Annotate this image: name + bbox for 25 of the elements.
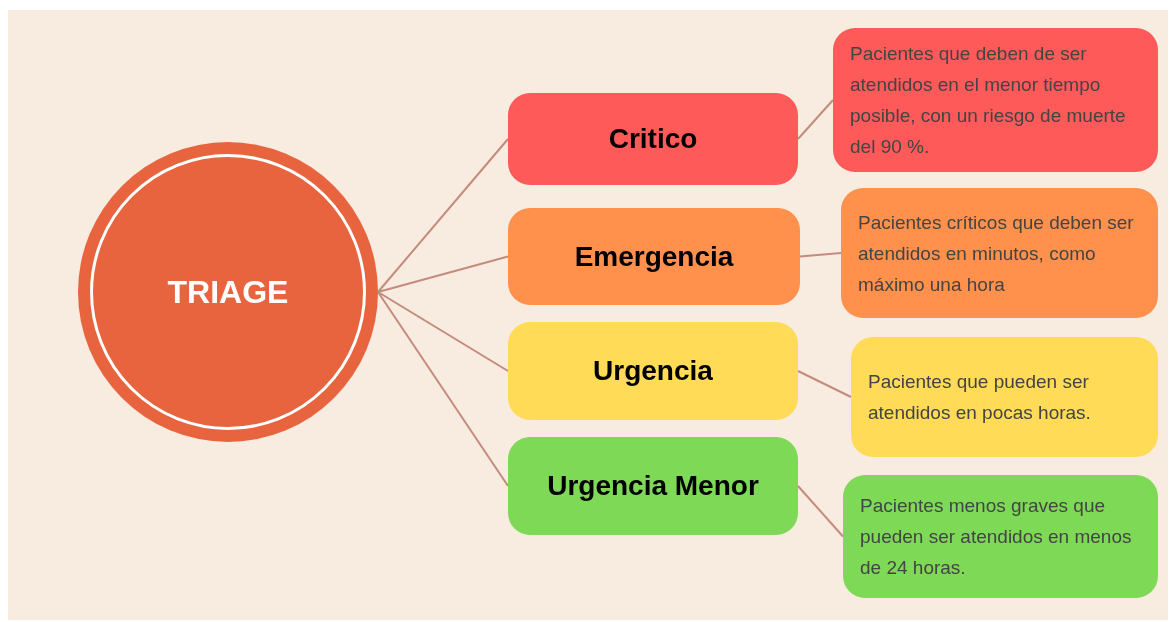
- description-box: [851, 337, 1158, 457]
- description-box: [833, 28, 1158, 172]
- node-title: TRIAGE: [167, 273, 289, 312]
- connector-line: [797, 370, 852, 398]
- description-text: Pacientes críticos que deben ser atendidos en minutos, como máximo una hora: [858, 210, 1135, 297]
- category-box: [508, 208, 800, 305]
- description-text: Pacientes que deben de ser atendidos en el menor tiempo posible, con un riesgo de muerte del 90 %.: [850, 42, 1127, 159]
- category-box: [508, 93, 798, 185]
- category-label: Emergencia: [574, 239, 734, 274]
- description-text: Pacientes que pueden ser atendidos en pocas horas.: [868, 370, 1092, 425]
- connector-line: [377, 255, 509, 293]
- description-text: Pacientes menos graves que pueden ser atendidos en menos de 24 horas.: [860, 494, 1133, 580]
- connector-line: [799, 252, 842, 258]
- connector-line: [377, 291, 509, 372]
- description-box: [843, 475, 1158, 598]
- connector-line: [797, 485, 844, 538]
- category-box: [508, 437, 798, 535]
- connector-line: [377, 138, 509, 293]
- category-box: [508, 322, 798, 420]
- category-label: Critico: [608, 122, 698, 156]
- connector-line: [797, 99, 834, 140]
- category-label: Urgencia Menor: [547, 469, 759, 503]
- description-box: [841, 188, 1158, 318]
- category-label: Urgencia: [593, 354, 713, 388]
- connector-line: [377, 291, 509, 487]
